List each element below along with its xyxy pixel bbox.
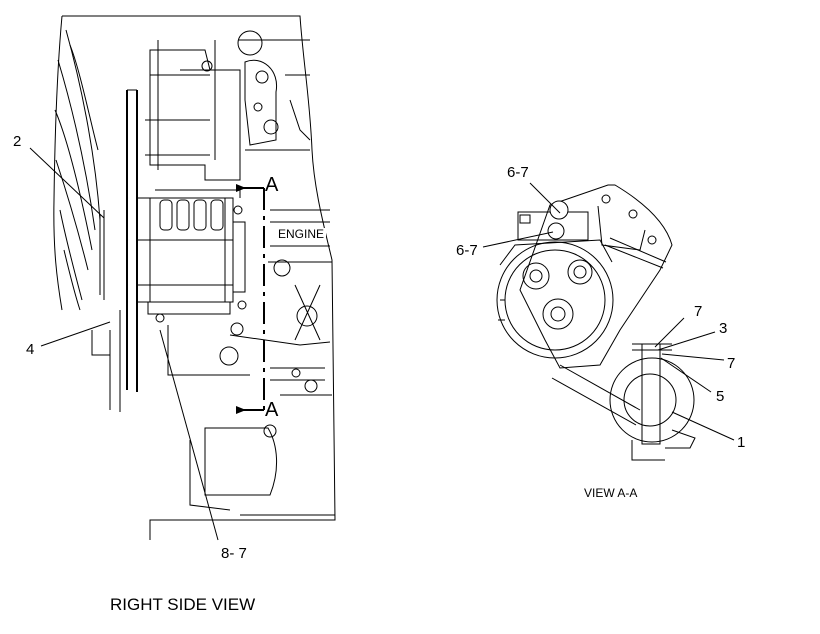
callout-4: 4 (26, 341, 35, 358)
section-mark-a-bottom: A (265, 399, 279, 421)
right-side-view-caption: RIGHT SIDE VIEW (110, 595, 256, 614)
callout-6-7-left: 6-7 (456, 242, 478, 259)
engine-label: ENGINE (276, 227, 327, 241)
callout-6-7-top: 6-7 (507, 164, 529, 181)
callout-7-mid: 7 (727, 355, 736, 372)
right-side-view-drawing (29, 15, 336, 541)
callout-5: 5 (716, 388, 725, 405)
view-a-a-drawing (482, 182, 735, 461)
callout-3: 3 (719, 320, 728, 337)
callout-8-7: 8- 7 (221, 545, 247, 562)
callout-2: 2 (13, 133, 22, 150)
view-a-a-caption: VIEW A-A (584, 486, 638, 500)
callout-1: 1 (737, 434, 746, 451)
section-mark-a-top: A (265, 174, 279, 196)
callout-7-top: 7 (694, 303, 703, 320)
